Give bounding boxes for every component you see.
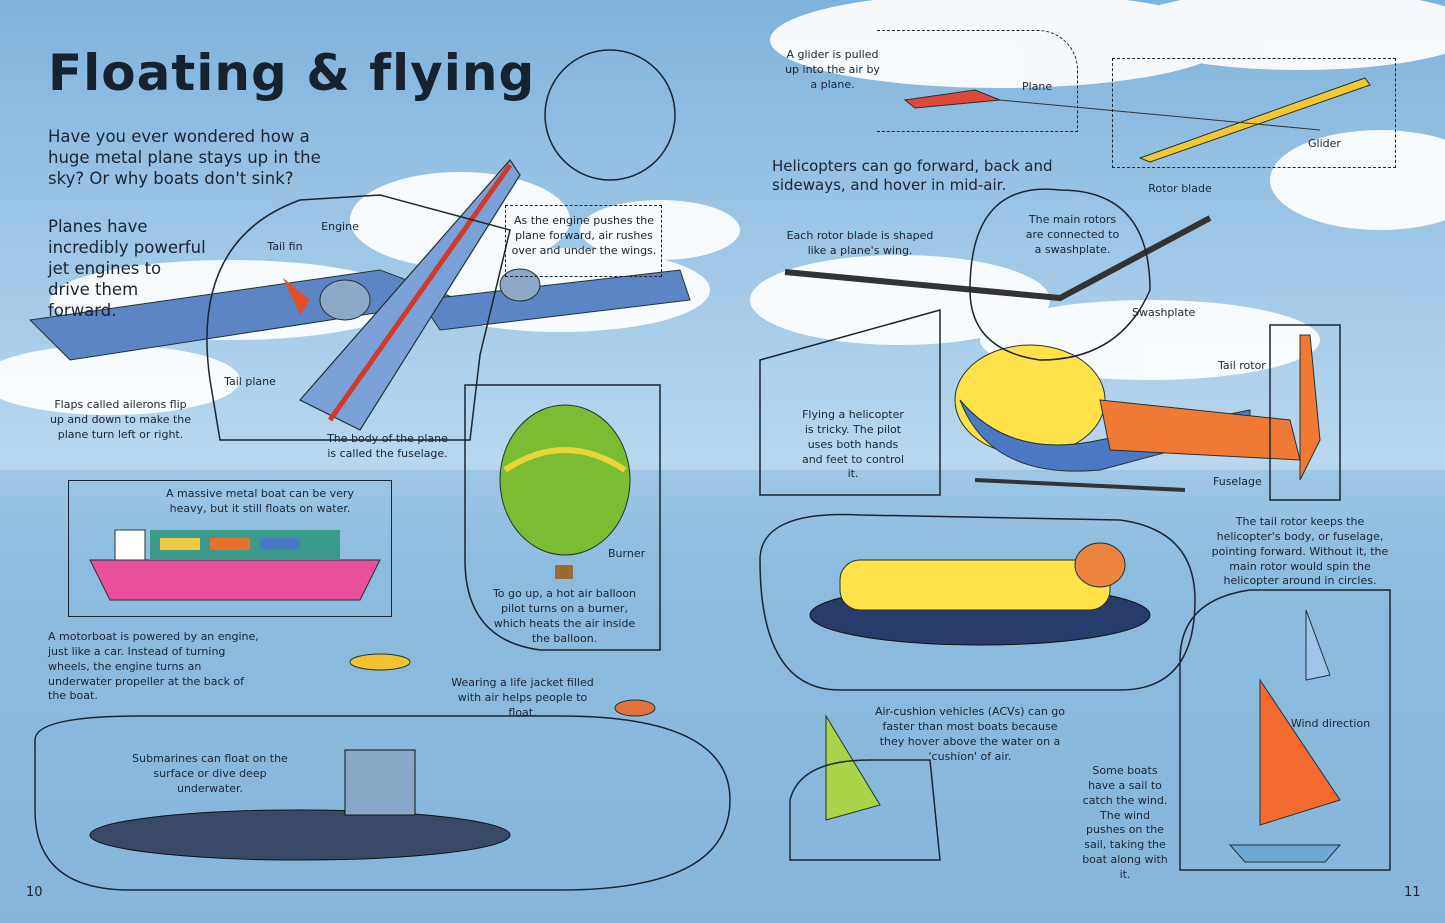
callout-outlines <box>34 49 1391 891</box>
balloon-text: To go up, a hot air balloon pilot turns … <box>492 587 637 645</box>
helicopter-intro: Helicopters can go forward, back and sid… <box>772 157 1053 195</box>
ship-text: A massive metal boat can be very heavy, … <box>166 487 354 515</box>
label-rotor-blade: Rotor blade <box>1148 182 1212 195</box>
ship-panel <box>68 480 392 617</box>
label-tail-plane: Tail plane <box>224 375 276 388</box>
air-callout-box <box>505 205 662 277</box>
label-swashplate: Swashplate <box>1132 306 1196 319</box>
page-number-left: 10 <box>26 885 43 900</box>
plane-towing-panel <box>877 30 1078 132</box>
fuselage-text: The body of the plane is called the fuse… <box>327 432 448 460</box>
label-glider: Glider <box>1308 137 1341 150</box>
label-tail-rotor: Tail rotor <box>1218 359 1266 372</box>
label-helicopter-fuselage: Fuselage <box>1213 475 1262 488</box>
airliner-illustration <box>28 159 691 431</box>
hovercraft-illustration <box>809 542 1151 646</box>
hot-air-balloon-illustration <box>499 404 631 579</box>
sail-text: Some boats have a sail to catch the wind… <box>1082 764 1168 881</box>
glider-panel <box>1112 58 1396 168</box>
label-tail-fin: Tail fin <box>267 240 303 253</box>
intro-question: Have you ever wondered how a huge metal … <box>48 127 321 189</box>
rotor-shape-text: Each rotor blade is shaped like a plane'… <box>786 229 934 257</box>
lifejacket-text: Wearing a life jacket filled with air he… <box>451 676 594 719</box>
label-burner: Burner <box>608 547 646 560</box>
tail-rotor-text: The tail rotor keeps the helicopter's bo… <box>1211 515 1389 588</box>
container-ship-illustration <box>89 529 381 601</box>
submarine-illustration <box>89 749 511 861</box>
intro-planes: Planes have incredibly powerful jet engi… <box>48 217 206 321</box>
label-wind-direction: Wind direction <box>1290 717 1371 730</box>
helicopter-illustration <box>784 215 1321 492</box>
submarine-text: Submarines can float on the surface or d… <box>132 752 288 795</box>
label-plane: Plane <box>1022 80 1053 93</box>
main-rotors-text: The main rotors are connected to a swash… <box>1025 213 1120 256</box>
glider-towing-text: A glider is pulled up into the air by a … <box>785 48 880 91</box>
ailerons-text: Flaps called ailerons flip up and down t… <box>49 398 192 441</box>
helicopter-pilot-text: Flying a helicopter is tricky. The pilot… <box>801 408 905 481</box>
page-number-right: 11 <box>1404 885 1421 900</box>
air-text: As the engine pushes the plane forward, … <box>511 214 657 257</box>
motorboat-text: A motorboat is powered by an engine, jus… <box>48 630 259 703</box>
acv-text: Air-cushion vehicles (ACVs) can go faste… <box>874 705 1066 763</box>
page-title: Floating & flying <box>48 44 536 102</box>
label-engine: Engine <box>321 220 359 233</box>
